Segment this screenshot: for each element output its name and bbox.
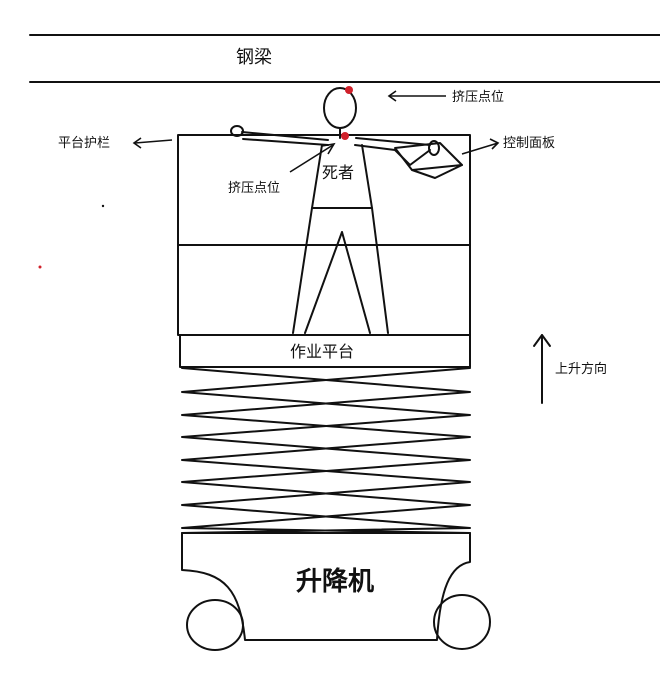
lift-direction-label: 上升方向 (555, 361, 607, 377)
speck (101, 204, 105, 208)
pinch-mark-chest (341, 132, 349, 140)
control-panel (394, 142, 463, 179)
control-panel-label: 控制面板 (503, 136, 555, 151)
beam-label: 钢梁 (236, 47, 272, 68)
speck (38, 265, 42, 269)
work-platform-label: 作业平台 (290, 342, 354, 361)
deceased-figure: 死者 (230, 86, 440, 334)
pinch-point-top-label: 挤压点位 (452, 90, 504, 105)
annotation-pinch-point-chest: 挤压点位 (228, 142, 336, 196)
right-wheel (433, 594, 491, 650)
annotation-pinch-point-top: 挤压点位 (387, 90, 504, 105)
lift-direction: 上升方向 (533, 334, 607, 404)
head (323, 87, 357, 129)
deceased-label: 死者 (322, 163, 354, 182)
annotation-control-panel: 控制面板 (461, 136, 555, 155)
work-platform: 作业平台 (179, 334, 471, 368)
steel-beam: 钢梁 (29, 34, 660, 83)
lift-base: 升降机 (181, 532, 471, 641)
annotation-guardrail: 平台护栏 (58, 136, 173, 151)
guardrail-label: 平台护栏 (58, 136, 110, 151)
wheels (186, 594, 491, 651)
scissor-mechanism (181, 367, 471, 534)
left-wheel (186, 599, 244, 651)
pinch-point-chest-label: 挤压点位 (228, 181, 280, 196)
pinch-mark-head (345, 86, 353, 94)
lift-machine-label: 升降机 (296, 567, 374, 597)
